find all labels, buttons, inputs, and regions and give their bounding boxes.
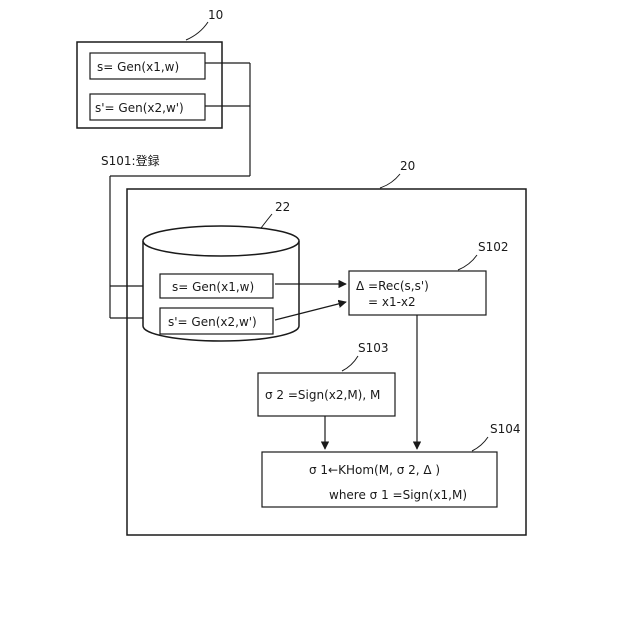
step-s104-line2: where σ 1 =Sign(x1,M) — [329, 488, 467, 502]
ref-label-20: 20 — [400, 159, 415, 173]
step-s102-line2: = x1-x2 — [368, 295, 416, 309]
storage-s-prime-text: s'= Gen(x2,w') — [168, 315, 257, 329]
leader-10 — [186, 22, 208, 40]
leader-20 — [380, 174, 400, 188]
ref-label-10: 10 — [208, 8, 223, 22]
storage-s-text: s= Gen(x1,w) — [172, 280, 254, 294]
step-s102-id: S102 — [478, 240, 509, 254]
step-s103-id: S103 — [358, 341, 389, 355]
device-10-s-text: s= Gen(x1,w) — [97, 60, 179, 74]
step-s101-label: S101:登録 — [101, 153, 160, 168]
device-10-s-prime-text: s'= Gen(x2,w') — [95, 101, 184, 115]
storage-22-cylinder-top — [143, 226, 299, 256]
ref-label-22: 22 — [275, 200, 290, 214]
step-s103-text: σ 2 =Sign(x2,M), M — [265, 388, 380, 402]
step-s102-line1: Δ =Rec(s,s') — [356, 279, 429, 293]
leader-s102 — [458, 255, 477, 270]
leader-s103 — [342, 356, 358, 371]
step-s104-line1: σ 1←KHom(M, σ 2, Δ ) — [309, 463, 440, 477]
step-s104-id: S104 — [490, 422, 521, 436]
leader-s104 — [472, 437, 488, 451]
